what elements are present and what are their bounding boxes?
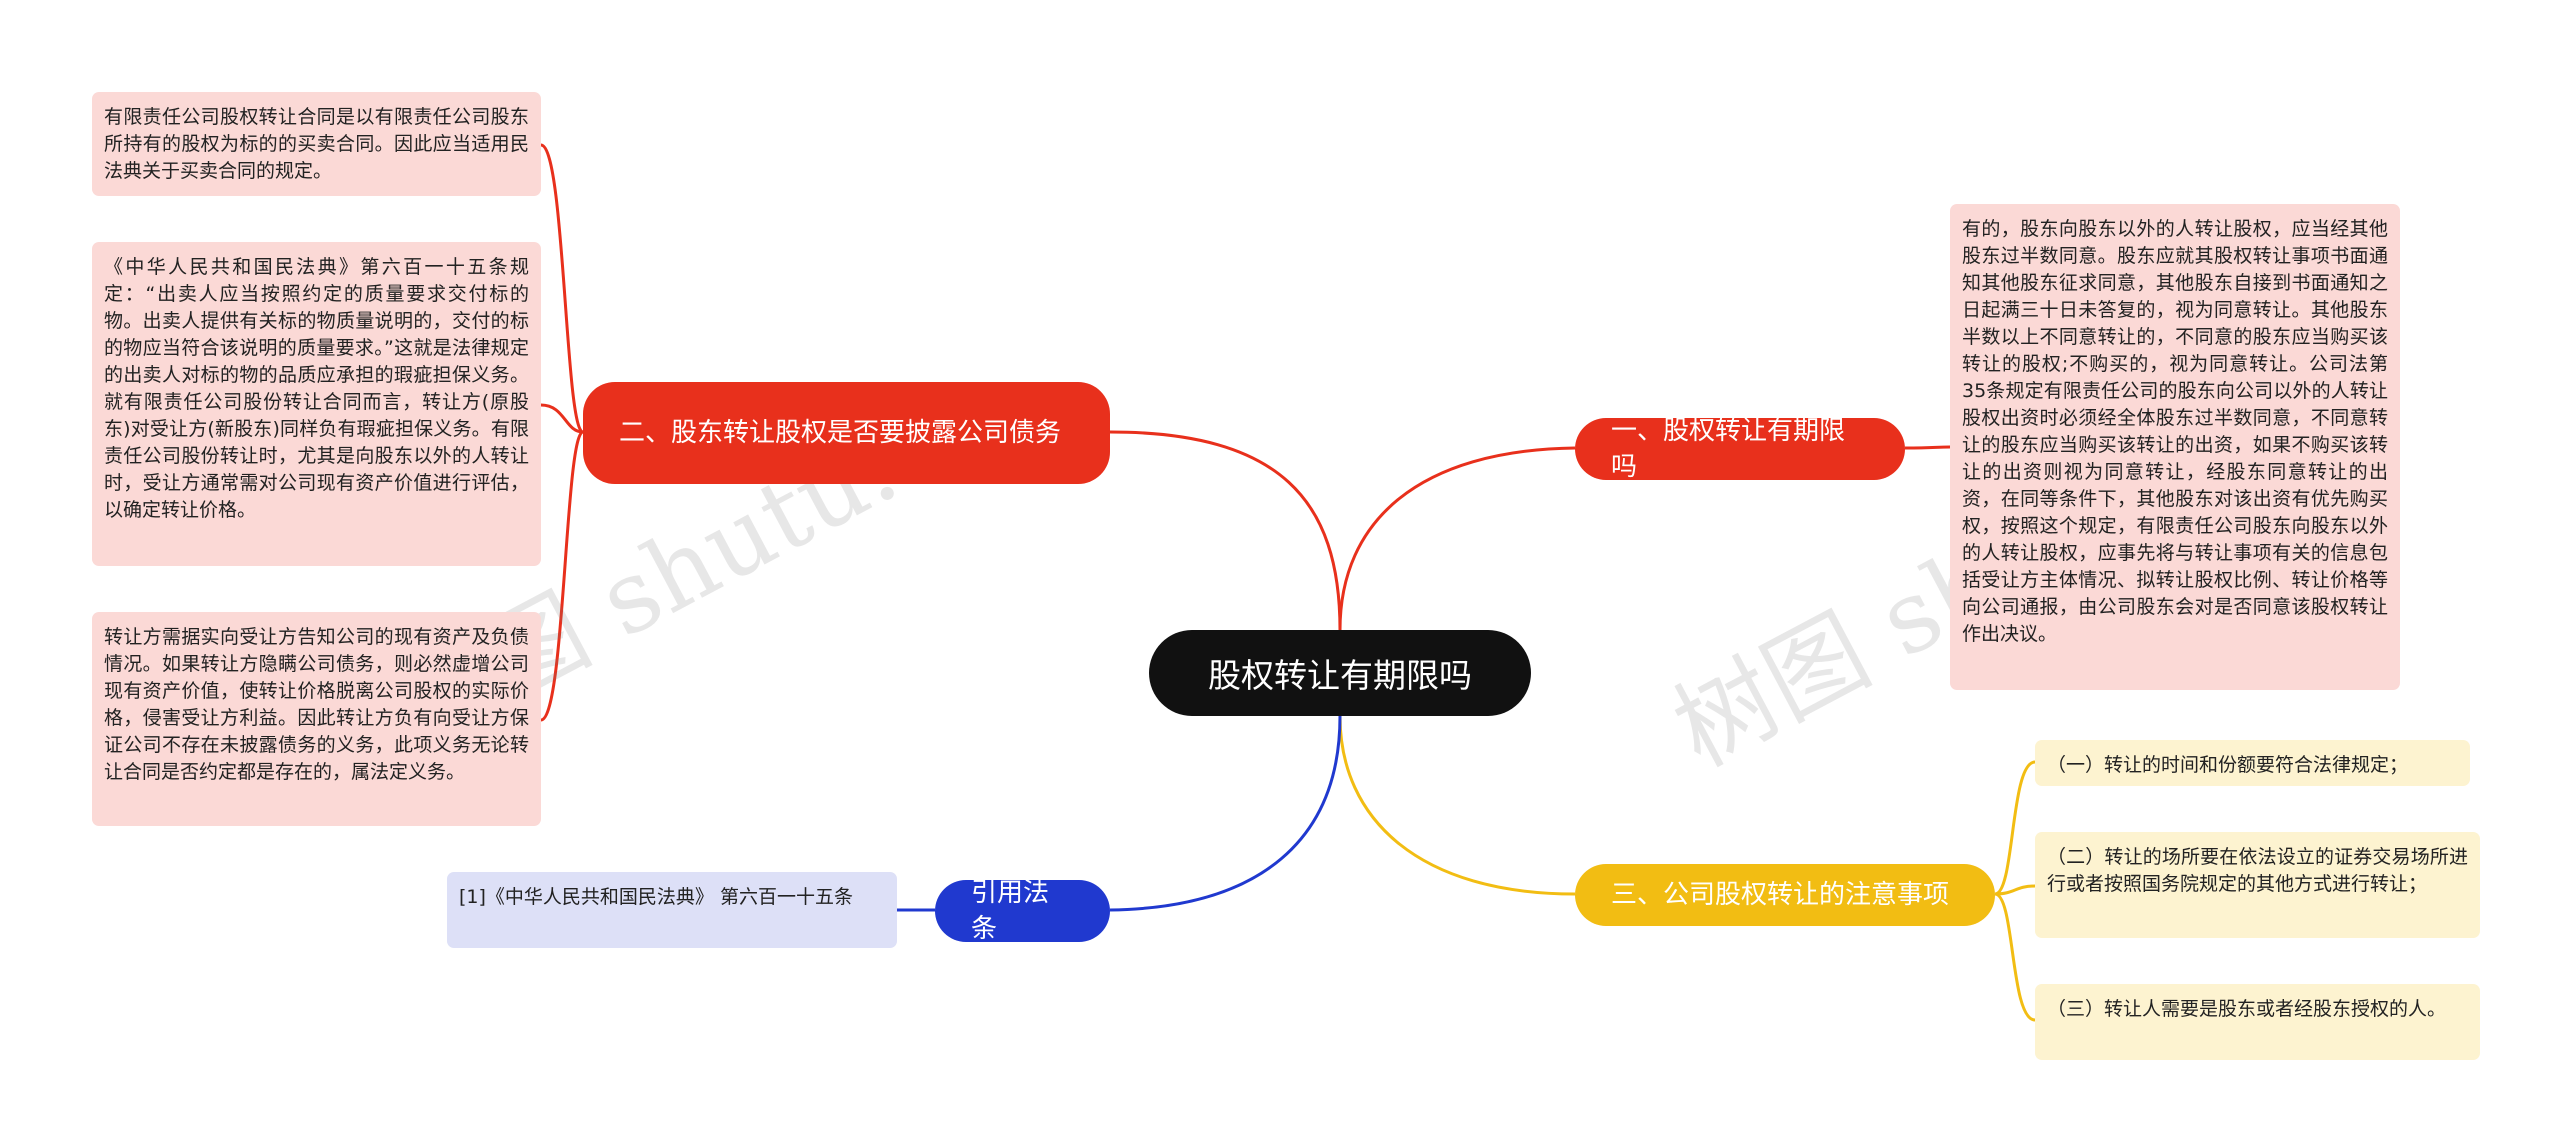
edge-b3-leaf1 xyxy=(1994,760,2036,896)
leaf-b3-2[interactable]: （二）转让的场所要在依法设立的证券交易场所进行或者按照国务院规定的其他方式进行转… xyxy=(2035,832,2480,938)
leaf-b3-1[interactable]: （一）转让的时间和份额要符合法律规定； xyxy=(2035,740,2470,786)
leaf-b2-2[interactable]: 《中华人民共和国民法典》第六百一十五条规定：“出卖人应当按照约定的质量要求交付标… xyxy=(92,242,541,566)
edge-b2-leaf2 xyxy=(540,403,584,434)
branch-4[interactable]: 引用法条 xyxy=(935,878,1110,944)
edge-b3-leaf3 xyxy=(1994,892,2036,1022)
edge-b1-leaf xyxy=(1904,445,1951,450)
leaf-b3-3[interactable]: （三）转让人需要是股东或者经股东授权的人。 xyxy=(2035,984,2480,1060)
branch-2[interactable]: 二、股东转让股权是否要披露公司债务 xyxy=(583,382,1110,484)
leaf-b2-1[interactable]: 有限责任公司股权转让合同是以有限责任公司股东所持有的股权为标的的买卖合同。因此应… xyxy=(92,92,541,196)
edge-root-b1 xyxy=(1338,446,1576,631)
edge-b2-leaf1 xyxy=(540,143,585,434)
edge-b2-leaf3 xyxy=(540,430,585,722)
edge-root-b2 xyxy=(1109,430,1342,631)
branch-1[interactable]: 一、股权转让有期限吗 xyxy=(1575,416,1905,482)
edge-root-b3 xyxy=(1338,715,1576,896)
leaf-b1-1[interactable]: 有的，股东向股东以外的人转让股权，应当经其他股东过半数同意。股东应就其股权转让事… xyxy=(1950,204,2400,690)
root-topic[interactable]: 股权转让有期限吗 xyxy=(1149,630,1531,716)
edge-root-b4 xyxy=(1109,715,1342,912)
leaf-b2-3[interactable]: 转让方需据实向受让方告知公司的现有资产及负债情况。如果转让方隐瞒公司债务，则必然… xyxy=(92,612,541,826)
branch-3[interactable]: 三、公司股权转让的注意事项 xyxy=(1575,864,1995,926)
leaf-b4-1[interactable]: [1]《中华人民共和国民法典》 第六百一十五条 xyxy=(447,872,897,948)
edge-b3-leaf2 xyxy=(1994,884,2036,896)
